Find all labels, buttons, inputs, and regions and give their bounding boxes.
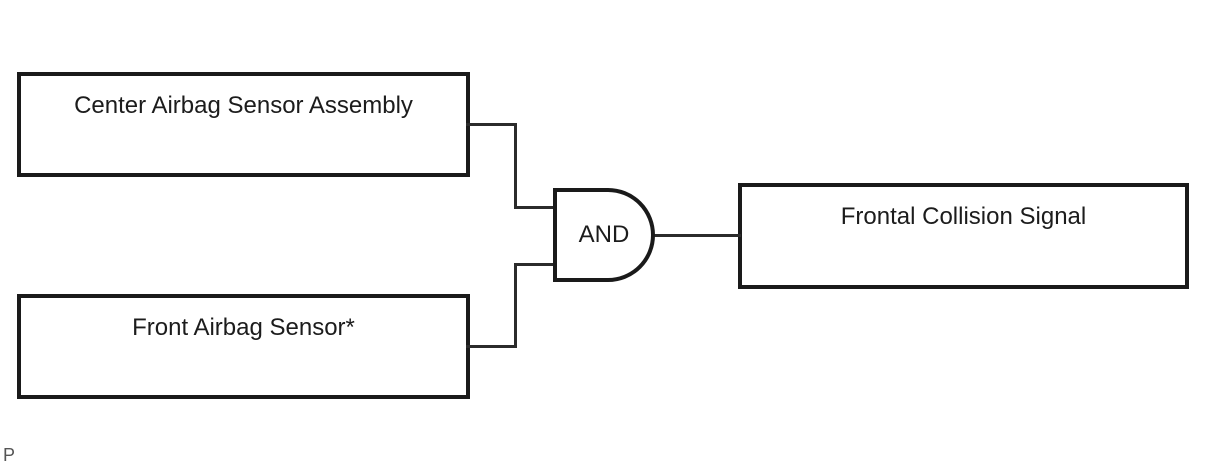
and-gate: AND	[553, 188, 655, 282]
wire-input1-horizontal	[466, 123, 517, 126]
output-box-frontal-collision-signal: Frontal Collision Signal	[738, 183, 1189, 289]
output-box-label: Frontal Collision Signal	[840, 203, 1087, 230]
watermark-text: P	[3, 445, 16, 465]
wire-input2-horizontal	[466, 345, 517, 348]
wire-input1-to-gate	[514, 206, 556, 209]
input-box-label: Center Airbag Sensor Assembly	[74, 92, 413, 119]
input-box-front-airbag-sensor: Front Airbag Sensor*	[17, 294, 470, 399]
and-gate-label: AND	[578, 221, 630, 248]
input-box-center-airbag-sensor-assembly: Center Airbag Sensor Assembly	[17, 72, 470, 177]
wire-input2-to-gate	[514, 263, 556, 266]
wire-input1-vertical	[514, 123, 517, 209]
wire-input2-vertical	[514, 263, 517, 348]
wire-gate-output	[650, 234, 741, 237]
input-box-label: Front Airbag Sensor*	[132, 314, 355, 341]
